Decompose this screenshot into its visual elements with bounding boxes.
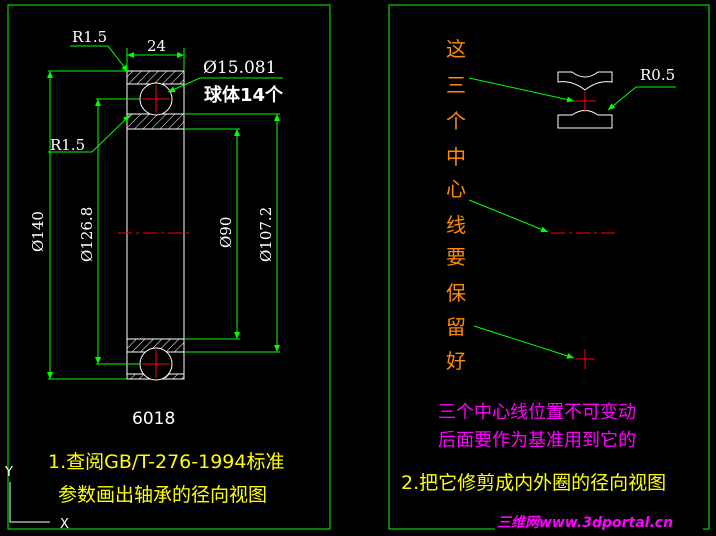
svg-text:三: 三: [446, 73, 466, 97]
fillet-r05-label: R0.5: [640, 66, 675, 84]
ball-count-label: 球体14个: [204, 84, 284, 106]
left-note-line-1: 1.查阅GB/T-276-1994标准: [48, 451, 284, 473]
inner-race-diameter-label: Ø107.2: [257, 207, 275, 262]
bore-diameter-label: Ø90: [217, 217, 235, 248]
svg-text:中: 中: [446, 145, 466, 169]
right-instruction: 2.把它修剪成内外圈的径向视图: [401, 472, 666, 494]
bearing-section-view: [118, 70, 190, 381]
fillet-left-label: R1.5: [50, 136, 85, 154]
ucs-icon: [9, 482, 50, 523]
fillet-top-label: R1.5: [72, 28, 107, 46]
ball-diameter-label: Ø15.081: [203, 58, 276, 78]
svg-text:线: 线: [446, 213, 466, 237]
svg-text:好: 好: [446, 349, 466, 373]
left-drawing-frame: [7, 4, 331, 530]
race-profile-sketch: [557, 71, 613, 129]
watermark: 三维网www.3dportal.cn: [497, 514, 673, 531]
width-label: 24: [147, 37, 166, 55]
outer-diameter-label: Ø140: [29, 211, 47, 252]
svg-text:保: 保: [446, 281, 466, 305]
svg-text:这: 这: [446, 37, 466, 61]
ucs-y-label: Y: [4, 465, 13, 480]
svg-text:个: 个: [446, 109, 466, 133]
vertical-note: 这 三 个 中 心 线 要 保 留 好: [446, 37, 466, 373]
svg-text:留: 留: [446, 315, 466, 339]
magenta-note-line-1: 三个中心线位置不可变动: [438, 402, 636, 423]
magenta-note-line-2: 后面要作为基准用到它的: [438, 430, 636, 451]
left-note-line-2: 参数画出轴承的径向视图: [58, 484, 267, 506]
svg-text:要: 要: [446, 245, 466, 269]
dimension-lines: [47, 45, 283, 380]
svg-text:心: 心: [446, 177, 466, 201]
part-number-label: 6018: [132, 409, 175, 429]
ucs-x-label: X: [60, 517, 69, 532]
pitch-diameter-label: Ø126.8: [78, 207, 96, 262]
